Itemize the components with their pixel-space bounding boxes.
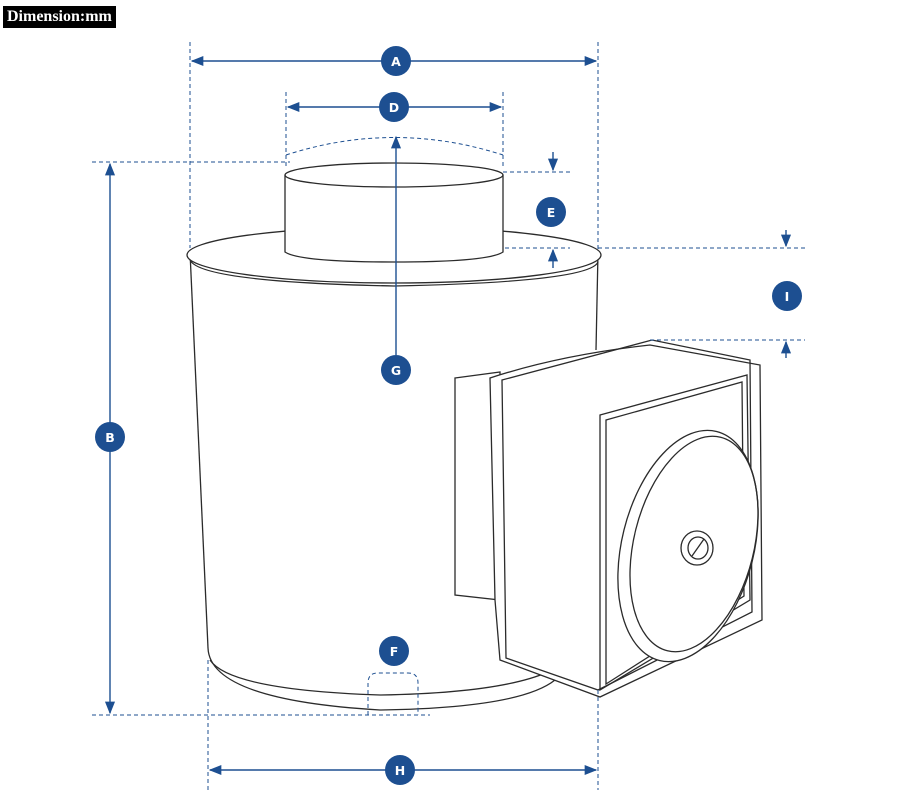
svg-text:A: A: [391, 54, 401, 69]
svg-text:G: G: [391, 363, 401, 378]
label-g: G: [381, 355, 411, 385]
svg-text:E: E: [547, 205, 556, 220]
svg-text:H: H: [395, 763, 405, 778]
label-h: H: [385, 755, 415, 785]
svg-text:I: I: [785, 289, 790, 304]
connector-housing: [454, 339, 763, 698]
label-i: I: [772, 281, 802, 311]
svg-text:D: D: [389, 100, 399, 115]
extension-lines: [92, 42, 805, 790]
label-b: B: [95, 422, 125, 452]
label-d: D: [379, 92, 409, 122]
label-a: A: [381, 46, 411, 76]
label-e: E: [536, 197, 566, 227]
svg-text:B: B: [105, 430, 115, 445]
unit-label: Dimension:mm: [3, 6, 116, 28]
svg-text:F: F: [390, 644, 399, 659]
label-f: F: [379, 636, 409, 666]
